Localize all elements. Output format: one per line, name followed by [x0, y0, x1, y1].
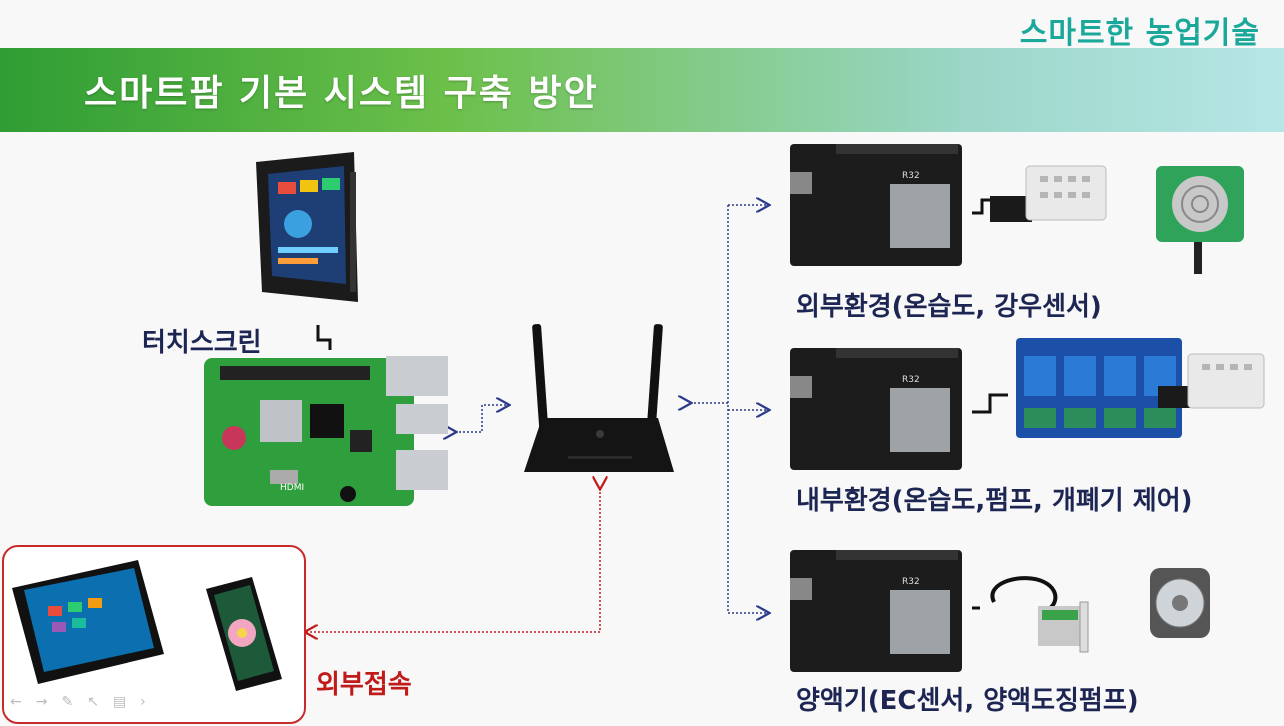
title-banner [0, 48, 1284, 132]
esp-label-1: R32 [902, 171, 920, 181]
next-slide-icon[interactable]: → [35, 694, 48, 710]
dosing-pump [1150, 568, 1210, 638]
dht-sensor-2 [1158, 353, 1265, 409]
tablet-image [12, 560, 164, 684]
rain-sensor [1156, 166, 1244, 274]
slide-title: 스마트팜 기본 시스템 구축 방안 [84, 73, 599, 114]
node1-connector [972, 198, 990, 215]
touchscreen-connector [316, 325, 332, 350]
node2-label: 내부환경(온습도,펌프, 개폐기 제어) [796, 486, 1193, 516]
node3-label: 양액기(EC센서, 양액도징펌프) [796, 686, 1139, 716]
touchscreen-image [256, 152, 358, 302]
pi-router-link [455, 405, 508, 432]
esp32-board-3: R32 [790, 550, 962, 672]
touchscreen-label: 터치스크린 [142, 328, 262, 358]
presentation-controls[interactable]: ← → ✎ ↖ ▤ › [10, 694, 146, 710]
more-icon[interactable]: › [140, 694, 146, 710]
node2-connector [972, 393, 1008, 414]
phone-image [206, 577, 282, 691]
esp-label-2: R32 [902, 375, 920, 385]
esp32-board-1: R32 [790, 144, 962, 266]
pi-hdmi-text: HDMI [280, 483, 304, 493]
node1-label: 외부환경(온습도, 강우센서) [796, 292, 1102, 322]
slides-icon[interactable]: ▤ [112, 694, 127, 710]
esp-label-3: R32 [902, 577, 920, 587]
dht-sensor-1 [990, 165, 1107, 222]
prev-slide-icon[interactable]: ← [10, 694, 22, 710]
pointer-icon[interactable]: ↖ [87, 694, 99, 710]
pen-icon[interactable]: ✎ [61, 694, 74, 710]
router-image [524, 323, 674, 472]
relay-module [1016, 338, 1182, 438]
ec-sensor [990, 576, 1089, 653]
external-access-label: 외부접속 [316, 670, 412, 700]
raspberry-pi-image: HDMI [204, 356, 448, 506]
top-label: 스마트한 농업기술 [1019, 16, 1260, 51]
esp32-board-2: R32 [790, 348, 962, 470]
